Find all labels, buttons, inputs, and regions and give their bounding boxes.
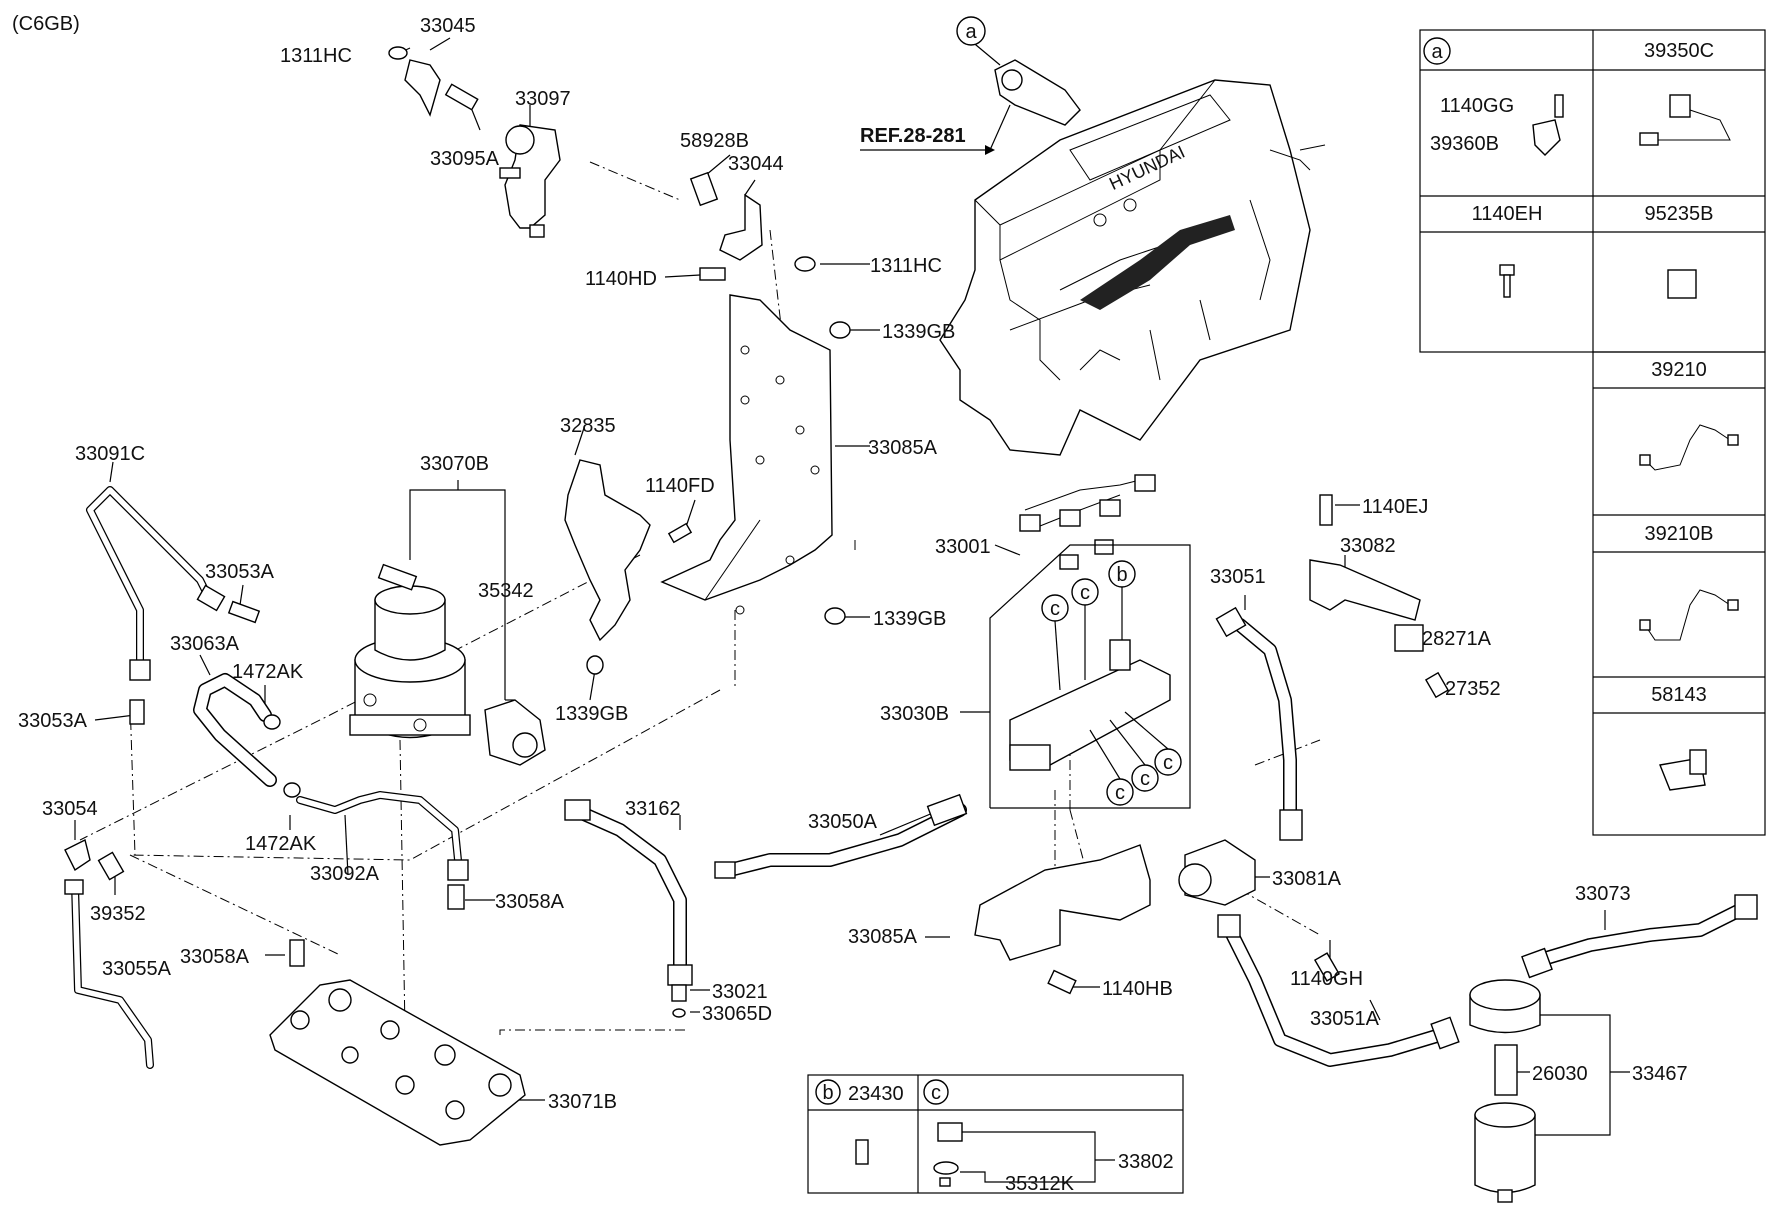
- callout-c: c: [1080, 582, 1090, 604]
- part-label: 1311HC: [870, 255, 942, 277]
- part-label: 33021: [712, 981, 768, 1003]
- part-label: 1339GB: [555, 703, 628, 725]
- part-label: 33097: [515, 88, 571, 110]
- part-label: 1339GB: [882, 321, 955, 343]
- part-label: 1140FD: [645, 475, 715, 497]
- inset-a-circle: a: [1431, 41, 1443, 63]
- inset-cell-label: 39350C: [1644, 40, 1714, 62]
- diagram-code: (C6GB): [12, 13, 80, 35]
- part-label: 33055A: [102, 958, 172, 980]
- part-label: 1140HB: [1102, 978, 1173, 1000]
- part-label: 33001: [935, 536, 991, 558]
- part-labels: (C6GB) REF.28-281 33045 1311HC 33097 330…: [12, 13, 1688, 1113]
- inset-c-circle: c: [931, 1082, 941, 1104]
- part-label: 1140HD: [585, 268, 657, 290]
- inset-cell-label: 23430: [848, 1083, 904, 1105]
- part-label: 33045: [420, 15, 476, 37]
- ref-intake-part: [860, 39, 1081, 155]
- part-label: 1140EJ: [1362, 496, 1428, 518]
- inset-cell-label: 33802: [1118, 1151, 1174, 1173]
- inset-cell-label: 35312K: [1005, 1173, 1075, 1195]
- callout-c: c: [1050, 598, 1060, 620]
- callout-c: c: [1115, 782, 1125, 804]
- part-label: 58928B: [680, 130, 749, 152]
- inset-cell-label: 39360B: [1430, 133, 1499, 155]
- callout-b: b: [1116, 564, 1127, 586]
- inset-cell-label: 39210: [1651, 359, 1707, 381]
- part-label: 33091C: [75, 443, 145, 465]
- part-label: 35342: [478, 580, 534, 602]
- part-label: 33058A: [180, 946, 250, 968]
- callout-c: c: [1140, 768, 1150, 790]
- legend-inset-bottom: b 23430 c 33802 35312K: [807, 1074, 1184, 1195]
- part-label: 33053A: [205, 561, 275, 583]
- ref-callout-circle: [956, 16, 986, 46]
- part-label: 33095A: [430, 148, 500, 170]
- ref-label: REF.28-281: [860, 125, 966, 147]
- part-label: 33082: [1340, 535, 1396, 557]
- part-label: 33070B: [420, 453, 489, 475]
- part-label: 33063A: [170, 633, 240, 655]
- inset-cell-label: 1140GG: [1440, 95, 1514, 117]
- part-label: 32835: [560, 415, 616, 437]
- part-label: 33073: [1575, 883, 1631, 905]
- part-label: 1140GH: [1290, 968, 1363, 990]
- part-label: 33071B: [548, 1091, 617, 1113]
- part-label: 33054: [42, 798, 98, 820]
- part-label: 33081A: [1272, 868, 1342, 890]
- inset-cell-label: 58143: [1651, 684, 1707, 706]
- part-label: 33085A: [868, 437, 938, 459]
- part-label: 39352: [90, 903, 146, 925]
- inset-cell-label: 1140EH: [1472, 203, 1543, 225]
- leader-lines: [74, 37, 1630, 1136]
- inset-b-circle: b: [822, 1082, 833, 1104]
- callouts: a b c c c c c: [956, 16, 1182, 806]
- part-label: 1339GB: [873, 608, 946, 630]
- engine-assembly: HYUNDAI: [939, 79, 1326, 456]
- part-label: 33467: [1632, 1063, 1688, 1085]
- part-label: 33044: [728, 153, 784, 175]
- parts: [64, 46, 1758, 1203]
- part-label: 1311HC: [280, 45, 352, 67]
- part-label: 33051A: [1310, 1008, 1380, 1030]
- part-label: 1472AK: [232, 661, 304, 683]
- inset-cell-label: 39210B: [1645, 523, 1714, 545]
- part-label: 33162: [625, 798, 681, 820]
- part-label: 33030B: [880, 703, 949, 725]
- part-label: 33050A: [808, 811, 878, 833]
- inset-cell-label: 95235B: [1645, 203, 1714, 225]
- callout-c: c: [1163, 752, 1173, 774]
- part-label: 28271A: [1422, 628, 1492, 650]
- part-label: 33065D: [702, 1003, 772, 1025]
- part-label: 33058A: [495, 891, 565, 913]
- legend-inset-right: a 39350C 1140GG 39360B 1140EH 95235B 392…: [1419, 29, 1766, 836]
- ref-callout-letter: a: [965, 21, 977, 43]
- part-label: 33085A: [848, 926, 918, 948]
- part-label: 27352: [1445, 678, 1501, 700]
- part-label: 33092A: [310, 863, 380, 885]
- part-label: 1472AK: [245, 833, 317, 855]
- part-label: 33051: [1210, 566, 1266, 588]
- part-label: 33053A: [18, 710, 88, 732]
- part-label: 26030: [1532, 1063, 1588, 1085]
